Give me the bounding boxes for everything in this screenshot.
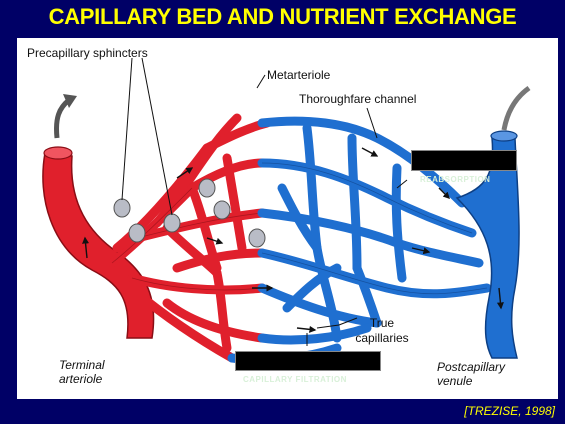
reabsorption-answer-box[interactable] [411, 150, 517, 171]
outflow-arrow [57, 100, 70, 138]
terminal-arteriole-line-2: arteriole [59, 372, 105, 386]
postcapillary-venule-label: Postcapillary venule [437, 360, 505, 388]
venule-outflow-arrow [504, 88, 529, 130]
terminal-arteriole-label: Terminal arteriole [59, 358, 105, 386]
true-capillaries-line-2: capillaries [347, 331, 417, 346]
terminal-arteriole-line-1: Terminal [59, 358, 105, 372]
slide-title: CAPILLARY BED AND NUTRIENT EXCHANGE [0, 4, 565, 30]
postcapillary-venule-line-2: venule [437, 374, 505, 388]
precapillary-sphincters-label: Precapillary sphincters [27, 46, 148, 60]
metarteriole-label: Metarteriole [267, 68, 330, 82]
capillary-filtration-answer-box[interactable] [235, 351, 381, 371]
capillary-filtration-hidden-label: CAPILLARY FILTRATION [243, 375, 347, 384]
reabsorption-hidden-label: REABSORPTION [420, 175, 490, 184]
thoroughfare-channel-label: Thoroughfare channel [299, 92, 416, 106]
true-capillaries-label: True capillaries [347, 316, 417, 346]
citation: [TREZISE, 1998] [464, 404, 555, 418]
capillary-bed-diagram [17, 38, 558, 399]
diagram-panel: Precapillary sphincters Metarteriole Tho… [17, 38, 558, 399]
true-capillaries-line-1: True [347, 316, 417, 331]
postcapillary-venule-line-1: Postcapillary [437, 360, 505, 374]
